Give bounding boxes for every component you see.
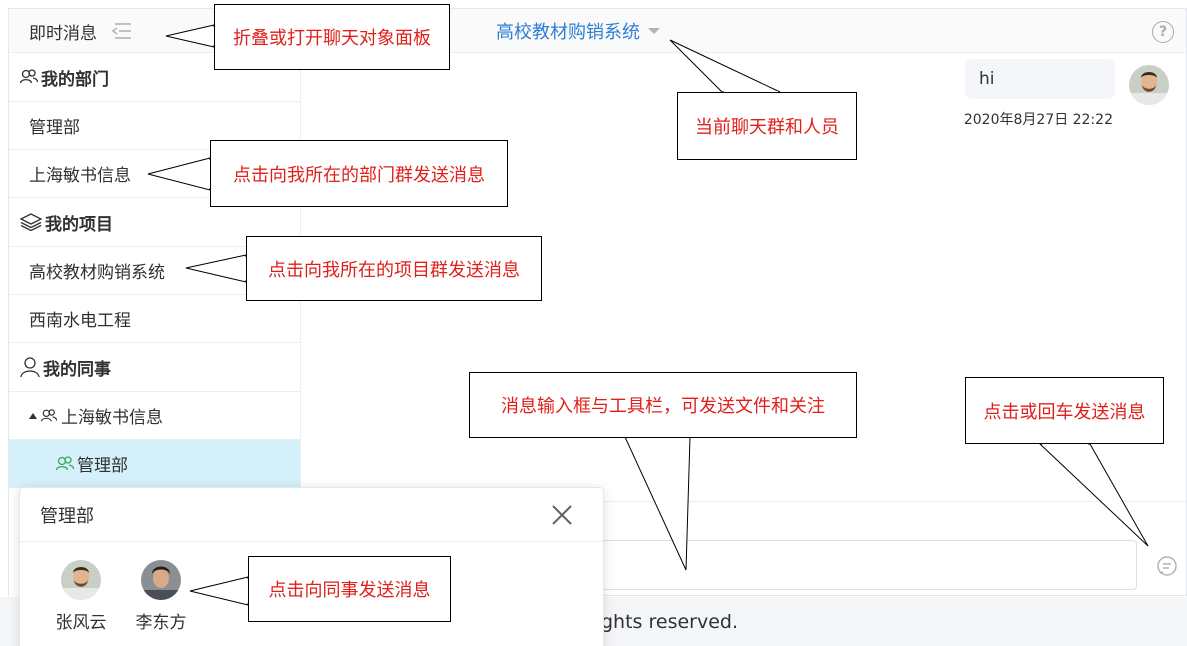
group-my-colleagues: 我的同事 (9, 343, 300, 392)
sidebar-header: 即时消息 (9, 9, 301, 53)
close-icon[interactable] (549, 502, 575, 528)
callout-fold: 折叠或打开聊天对象面板 (214, 4, 450, 70)
help-icon[interactable]: ? (1152, 21, 1174, 43)
group-title: 我的部门 (41, 69, 109, 90)
callout-text: 折叠或打开聊天对象面板 (233, 28, 431, 49)
item-label: 上海敏书信息 (29, 166, 131, 186)
current-chat-selector[interactable]: 高校教材购销系统 (496, 9, 660, 53)
callout-text: 点击向我所在的项目群发送消息 (268, 259, 520, 281)
callout-colleague: 点击向同事发送消息 (248, 556, 451, 622)
message-time: 2020年8月27日 22:22 (963, 112, 1113, 128)
message-bubble: hi (965, 59, 1115, 99)
contact-name: 李东方 (135, 613, 187, 633)
users-green-icon (55, 455, 75, 470)
sidebar-item-project-hydro[interactable]: 西南水电工程 (9, 295, 300, 343)
group-title: 我的项目 (45, 214, 113, 235)
caret-down-icon (648, 28, 660, 34)
sidebar-item-dept-management[interactable]: 管理部 (9, 102, 300, 150)
popup-header: 管理部 (20, 488, 603, 542)
avatar (1129, 65, 1169, 105)
callout-send: 点击或回车发送消息 (965, 377, 1164, 444)
current-chat-title: 高校教材购销系统 (496, 22, 640, 43)
group-my-department: 我的部门 (9, 53, 300, 102)
popup-title: 管理部 (40, 505, 94, 527)
callout-text: 点击或回车发送消息 (983, 401, 1146, 423)
group-title: 我的同事 (43, 359, 111, 380)
callout-dept-group: 点击向我所在的部门群发送消息 (210, 140, 508, 207)
footer-text: ghts reserved. (601, 611, 739, 633)
send-message-icon[interactable] (1155, 554, 1179, 578)
fold-panel-icon[interactable] (109, 21, 133, 41)
item-label: 高校教材购销系统 (29, 263, 165, 283)
item-label: 管理部 (77, 456, 128, 476)
group-my-project: 我的项目 (9, 198, 300, 247)
callout-text: 当前聊天群和人员 (695, 117, 839, 138)
callout-project-group: 点击向我所在的项目群发送消息 (246, 236, 542, 301)
callout-input-toolbar: 消息输入框与工具栏，可发送文件和关注 (469, 372, 857, 438)
avatar (61, 560, 101, 600)
contact-name: 张风云 (55, 613, 107, 633)
item-label: 上海敏书信息 (61, 408, 163, 428)
contact-li[interactable]: 李东方 (131, 560, 191, 633)
contact-zhang[interactable]: 张风云 (51, 560, 111, 633)
callout-text: 点击向同事发送消息 (268, 580, 431, 601)
users-icon (40, 408, 58, 422)
sidebar-title: 即时消息 (29, 23, 97, 44)
callout-current-chat: 当前聊天群和人员 (677, 92, 857, 160)
sidebar-item-project-textbook[interactable]: 高校教材购销系统 (9, 247, 300, 295)
message-area: hi 2020年8月27日 22:22 (301, 53, 1187, 501)
users-icon (19, 69, 39, 84)
avatar (141, 560, 181, 600)
top-bar: 即时消息 高校教材购销系统 ? (9, 9, 1186, 53)
user-icon (20, 357, 40, 378)
item-label: 西南水电工程 (29, 311, 131, 331)
expand-icon (29, 412, 37, 419)
sidebar-item-colleague-dept[interactable]: 管理部 (9, 440, 300, 488)
callout-text: 点击向我所在的部门群发送消息 (233, 164, 485, 186)
sidebar-item-org-shanghai[interactable]: 上海敏书信息 (9, 392, 300, 440)
message-text: hi (979, 69, 995, 89)
layers-icon (19, 213, 43, 231)
item-label: 管理部 (29, 118, 80, 138)
callout-text: 消息输入框与工具栏，可发送文件和关注 (501, 396, 825, 417)
sidebar-item-dept-shanghai[interactable]: 上海敏书信息 (9, 150, 300, 198)
